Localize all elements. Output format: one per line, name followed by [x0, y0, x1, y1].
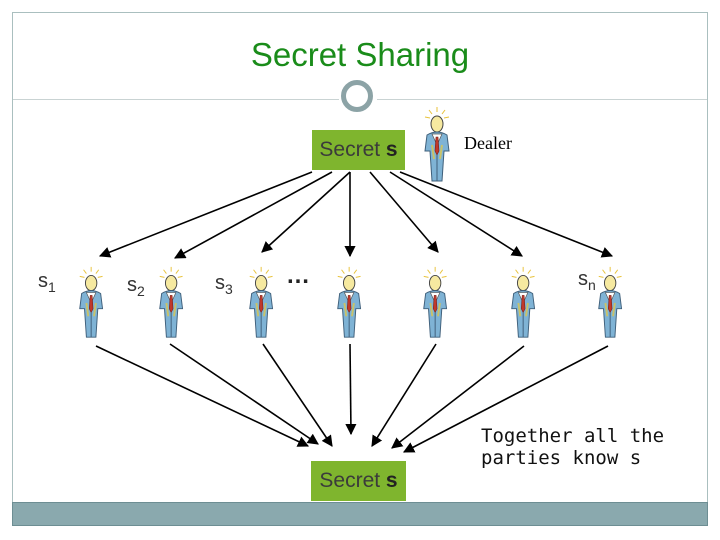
share-1-base: s: [38, 270, 48, 292]
share-arrow-3: [261, 171, 351, 253]
title-rule-right: [377, 99, 707, 100]
conclusion-note: Together all the parties know s: [481, 425, 665, 469]
share-label-n: sn: [578, 268, 596, 293]
secret-bottom-symbol: s: [385, 469, 398, 492]
secret-top-symbol: s: [385, 138, 398, 161]
share-3-sub: 3: [225, 281, 233, 297]
share-n-sub: n: [588, 277, 596, 293]
reconstruct-arrow-5: [371, 343, 437, 447]
secret-top-prefix: Secret: [319, 138, 386, 161]
footer-bar: [12, 502, 708, 526]
share-label-1: s1: [38, 270, 56, 295]
share-n-base: s: [578, 268, 588, 290]
party-person-icon-7: [598, 266, 623, 338]
share-arrow-7: [399, 171, 614, 258]
slide-title: Secret Sharing: [250, 36, 470, 73]
dealer-person-icon: [424, 107, 450, 182]
title-rule-left: [13, 99, 339, 100]
party-person-icon-6: [511, 266, 536, 338]
share-2-base: s: [127, 274, 137, 296]
party-person-icon-1: [79, 266, 104, 338]
party-person-icon-4: [337, 266, 362, 338]
share-1-sub: 1: [48, 279, 56, 295]
title-ornament-circle: [341, 80, 373, 112]
share-3-base: s: [215, 272, 225, 294]
dealer-label: Dealer: [464, 133, 512, 153]
secret-box-top: Secret s: [312, 130, 405, 170]
share-arrow-2: [174, 171, 333, 259]
share-label-2: s2: [127, 274, 145, 299]
party-person-icon-3: [249, 266, 274, 338]
party-person-icon-2: [159, 266, 184, 338]
share-2-sub: 2: [137, 283, 145, 299]
reconstruct-arrow-4: [345, 343, 357, 436]
share-arrow-1: [98, 171, 313, 258]
reconstruct-arrow-3: [262, 343, 333, 447]
reconstruct-arrow-6: [391, 345, 525, 449]
reconstruct-arrow-2: [169, 343, 319, 445]
secret-bottom-prefix: Secret: [319, 469, 386, 492]
ellipsis: …: [286, 262, 311, 289]
secret-box-bottom: Secret s: [311, 461, 406, 501]
share-arrow-6: [389, 171, 523, 257]
reconstruct-arrow-7: [403, 345, 609, 453]
share-arrow-5: [369, 171, 439, 253]
reconstruct-arrow-1: [95, 345, 310, 447]
party-person-icon-5: [423, 266, 448, 338]
share-label-3: s3: [215, 272, 233, 297]
